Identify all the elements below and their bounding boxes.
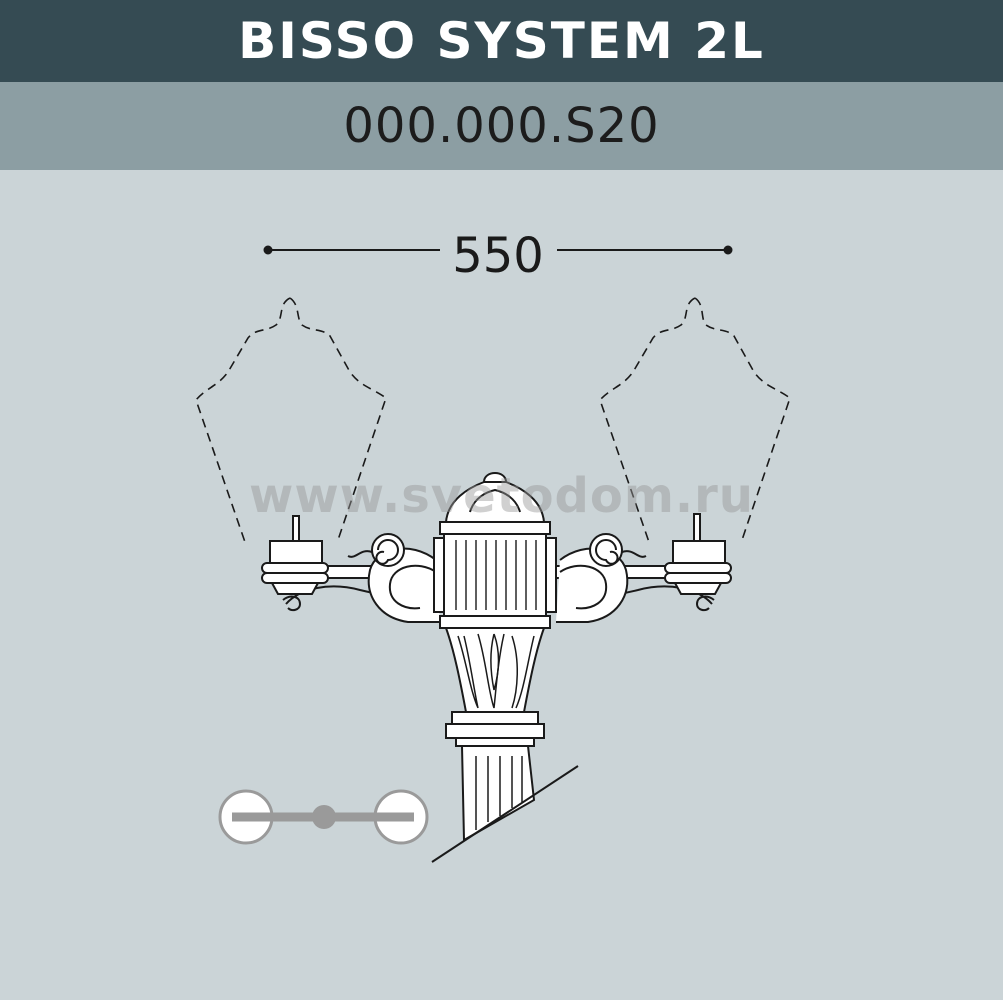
- section-line: [431, 765, 579, 863]
- code-bar: 000.000.S20: [0, 82, 1003, 170]
- two-lamp-top-view-icon: [218, 789, 429, 845]
- watermark: www.svetodom.ru: [249, 468, 754, 524]
- lamp-structure: [261, 472, 732, 842]
- dimension-label: 550: [452, 228, 544, 284]
- product-title: BISSO SYSTEM 2L: [238, 12, 765, 70]
- lantern-outline-left: [195, 297, 387, 546]
- lamp-drawing: 550: [195, 228, 791, 863]
- lantern-outline-right: [599, 297, 791, 546]
- dimension-line: [263, 245, 733, 255]
- title-bar: BISSO SYSTEM 2L: [0, 0, 1003, 82]
- product-code: 000.000.S20: [343, 98, 660, 154]
